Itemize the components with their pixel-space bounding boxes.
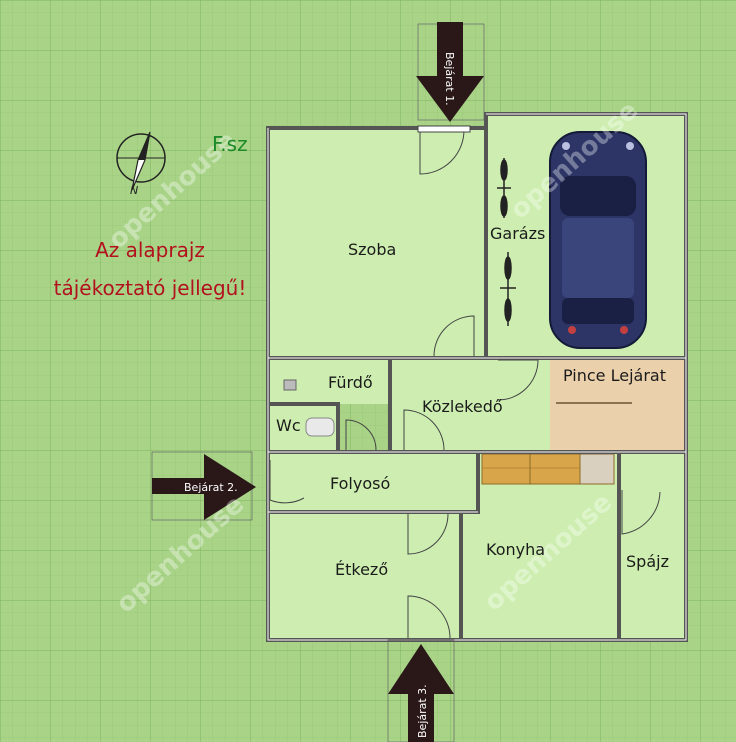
wall-inner-lines: [267, 113, 687, 641]
entrance-3-arrow: Bejárat 3.: [387, 639, 455, 742]
kitchen-counter: [481, 453, 615, 485]
notice-line-1: Az alaprajz: [95, 238, 205, 262]
floor-kozlekedo: [390, 360, 550, 450]
door-spajz: [621, 490, 661, 535]
floor-level-label: F.sz: [212, 132, 248, 156]
entrance-2-label: Bejárat 2.: [184, 481, 238, 494]
doors: [269, 125, 661, 639]
sink-fixture: [283, 379, 297, 391]
room-label-etkezo: Étkező: [335, 560, 389, 579]
room-floors: [268, 114, 685, 640]
bathroom-fixtures: [283, 379, 335, 437]
bicycle-bottom: [500, 252, 516, 326]
room-label-furdo: Fürdő: [328, 373, 373, 392]
room-label-kozlekedo: Közlekedő: [422, 397, 503, 416]
door-entrance-2: [269, 460, 305, 504]
door-etkezo-bottom: [407, 595, 451, 639]
wc-fixture: [305, 417, 335, 437]
room-label-pince: Pince Lejárat: [563, 366, 666, 385]
floor-konyha: [461, 484, 619, 640]
watermark-3: openhouse: [111, 489, 250, 619]
door-etkezo: [407, 513, 449, 555]
entrance-3-label: Bejárat 3.: [416, 684, 429, 738]
room-label-spajz: Spájz: [626, 552, 669, 571]
notice-line-2: tájékoztató jellegű!: [53, 276, 247, 300]
compass-north-label: N: [130, 184, 138, 197]
room-label-folyoso: Folyosó: [330, 474, 391, 493]
entrance-1-label: Bejárat 1.: [443, 52, 456, 106]
door-kozlekedo: [403, 409, 445, 451]
entrance-2-arrow: Bejárat 2.: [151, 451, 256, 521]
room-label-wc: Wc: [276, 416, 301, 435]
door-furdo: [345, 419, 377, 451]
compass-rose: N: [116, 131, 166, 197]
floor-etkezo: [268, 512, 461, 640]
floor-spajz: [619, 452, 685, 640]
door-kozlekedo-garazs: [497, 359, 539, 401]
door-entrance-1: [419, 129, 465, 175]
floor-pince: [550, 360, 685, 450]
bicycle-top: [497, 158, 511, 218]
room-label-garazs: Garázs: [490, 224, 546, 243]
entrance-1-arrow: Bejárat 1.: [416, 22, 485, 122]
room-label-konyha: Konyha: [486, 540, 546, 559]
floor-szoba: [268, 128, 484, 358]
floor-folyoso: [268, 452, 478, 512]
room-label-szoba: Szoba: [348, 240, 397, 259]
car: [549, 131, 647, 349]
door-szoba: [433, 315, 475, 357]
